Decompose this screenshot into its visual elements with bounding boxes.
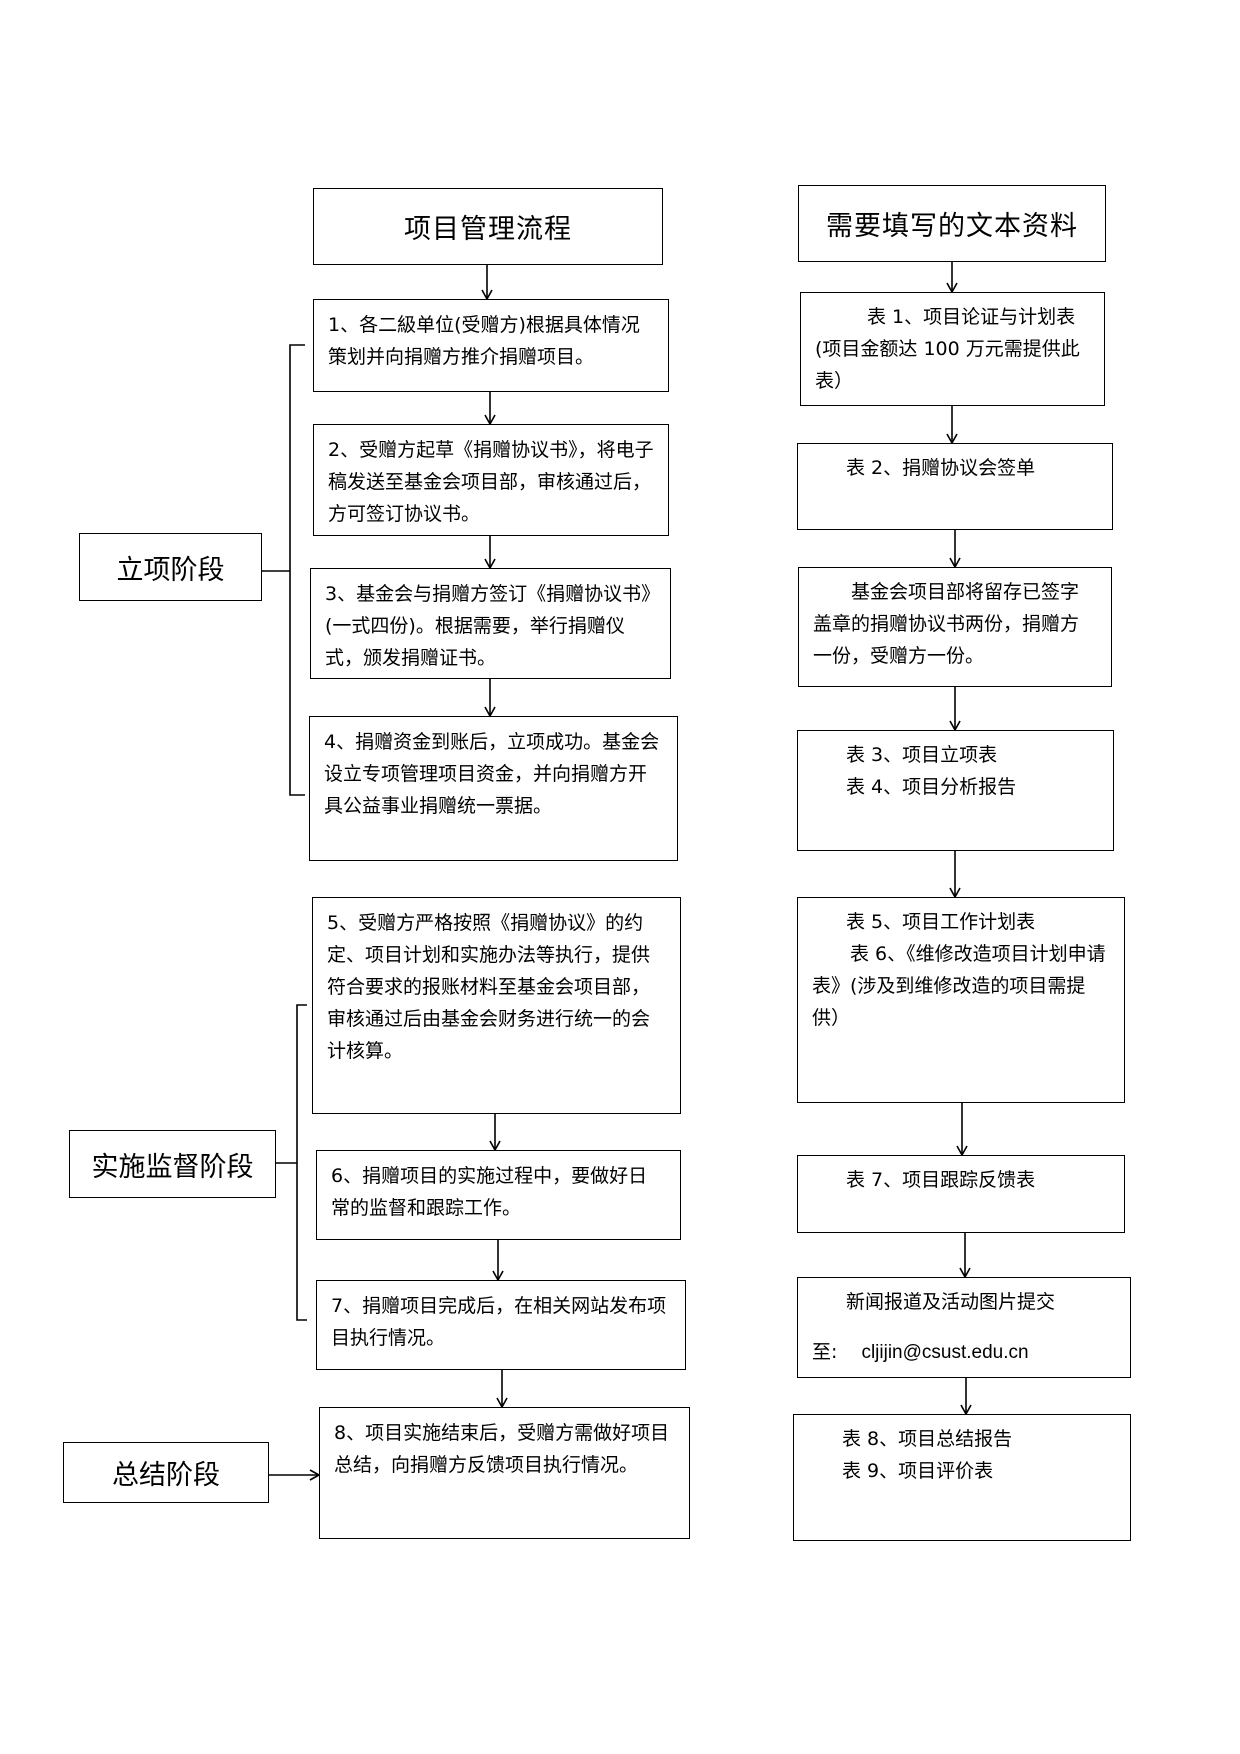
doc-7-email: cljijin@csust.edu.cn [861, 1342, 1029, 1363]
doc-7: 新闻报道及活动图片提交 至: cljijin@csust.edu.cn [797, 1277, 1131, 1378]
step-6-text: 6、捐赠项目的实施过程中，要做好日常的监督和跟踪工作。 [331, 1165, 648, 1219]
doc-1-line2: (项目金额达 100 万元需提供此表） [815, 338, 1080, 392]
doc-8-line2: 表 9、项目评价表 [842, 1460, 994, 1482]
doc-7-prefix: 至: [812, 1341, 838, 1363]
right-title: 需要填写的文本资料 [798, 185, 1106, 262]
brace-supervision [296, 1004, 307, 1321]
stage-setup-text: 立项阶段 [116, 554, 225, 586]
doc-4-line1: 表 3、项目立项表 [846, 744, 998, 766]
step-7: 7、捐赠项目完成后，在相关网站发布项目执行情况。 [316, 1280, 686, 1370]
step-2: 2、受赠方起草《捐赠协议书》，将电子稿发送至基金会项目部，审核通过后，方可签订协… [313, 424, 669, 536]
step-1-text: 1、各二級单位(受赠方)根据具体情况策划并向捐赠方推介捐赠项目。 [328, 314, 640, 368]
step-1: 1、各二級单位(受赠方)根据具体情况策划并向捐赠方推介捐赠项目。 [313, 299, 669, 392]
right-title-text: 需要填写的文本资料 [826, 211, 1078, 242]
stage-supervision-text: 实施监督阶段 [91, 1151, 254, 1183]
step-4-text: 4、捐赠资金到账后，立项成功。基金会设立专项管理项目资金，并向捐赠方开具公益事业… [324, 731, 660, 817]
step-2-text: 2、受赠方起草《捐赠协议书》，将电子稿发送至基金会项目部，审核通过后，方可签订协… [328, 439, 654, 525]
doc-3: 基金会项目部将留存已签字盖章的捐赠协议书两份，捐赠方一份，受赠方一份。 [798, 567, 1112, 687]
doc-6: 表 7、项目跟踪反馈表 [797, 1155, 1125, 1233]
step-3: 3、基金会与捐赠方签订《捐赠协议书》(一式四份)。根据需要，举行捐赠仪式，颁发捐… [310, 568, 671, 679]
doc-8: 表 8、项目总结报告 表 9、项目评价表 [793, 1414, 1131, 1541]
doc-1-line1: 表 1、项目论证与计划表 [867, 306, 1076, 328]
step-5: 5、受赠方严格按照《捐赠协议》的约定、项目计划和实施办法等执行，提供符合要求的报… [312, 897, 681, 1114]
doc-1: 表 1、项目论证与计划表 (项目金额达 100 万元需提供此表） [800, 292, 1105, 406]
left-title-text: 项目管理流程 [404, 214, 572, 245]
doc-4: 表 3、项目立项表 表 4、项目分析报告 [797, 730, 1114, 851]
doc-3-text: 基金会项目部将留存已签字盖章的捐赠协议书两份，捐赠方一份，受赠方一份。 [813, 581, 1080, 667]
step-8-text: 8、项目实施结束后，受赠方需做好项目总结，向捐赠方反馈项目执行情况。 [334, 1422, 670, 1476]
doc-5: 表 5、项目工作计划表 表 6、《维修改造项目计划申请表》(涉及到维修改造的项目… [797, 897, 1125, 1103]
doc-7-line1: 新闻报道及活动图片提交 [846, 1291, 1056, 1313]
stage-summary: 总结阶段 [63, 1442, 269, 1503]
step-4: 4、捐赠资金到账后，立项成功。基金会设立专项管理项目资金，并向捐赠方开具公益事业… [309, 716, 678, 861]
doc-5-line1: 表 5、项目工作计划表 [846, 911, 1036, 933]
doc-4-line2: 表 4、项目分析报告 [846, 776, 1017, 798]
doc-6-text: 表 7、项目跟踪反馈表 [846, 1169, 1036, 1191]
doc-2: 表 2、捐赠协议会签单 [797, 443, 1113, 530]
left-title: 项目管理流程 [313, 188, 663, 265]
doc-8-line1: 表 8、项目总结报告 [842, 1428, 1013, 1450]
doc-7-line2: 至: cljijin@csust.edu.cn [812, 1336, 1116, 1369]
step-7-text: 7、捐赠项目完成后，在相关网站发布项目执行情况。 [331, 1295, 667, 1349]
brace-setup [289, 344, 305, 796]
stage-summary-text: 总结阶段 [112, 1460, 220, 1491]
step-8: 8、项目实施结束后，受赠方需做好项目总结，向捐赠方反馈项目执行情况。 [319, 1407, 690, 1539]
doc-2-text: 表 2、捐赠协议会签单 [846, 457, 1036, 479]
step-6: 6、捐赠项目的实施过程中，要做好日常的监督和跟踪工作。 [316, 1150, 681, 1240]
step-3-text: 3、基金会与捐赠方签订《捐赠协议书》(一式四份)。根据需要，举行捐赠仪式，颁发捐… [325, 583, 651, 669]
doc-5-line2: 表 6、《维修改造项目计划申请表》(涉及到维修改造的项目需提供） [812, 943, 1106, 1029]
stage-supervision: 实施监督阶段 [69, 1130, 276, 1198]
step-5-text: 5、受赠方严格按照《捐赠协议》的约定、项目计划和实施办法等执行，提供符合要求的报… [327, 912, 651, 1062]
stage-setup: 立项阶段 [79, 533, 262, 601]
